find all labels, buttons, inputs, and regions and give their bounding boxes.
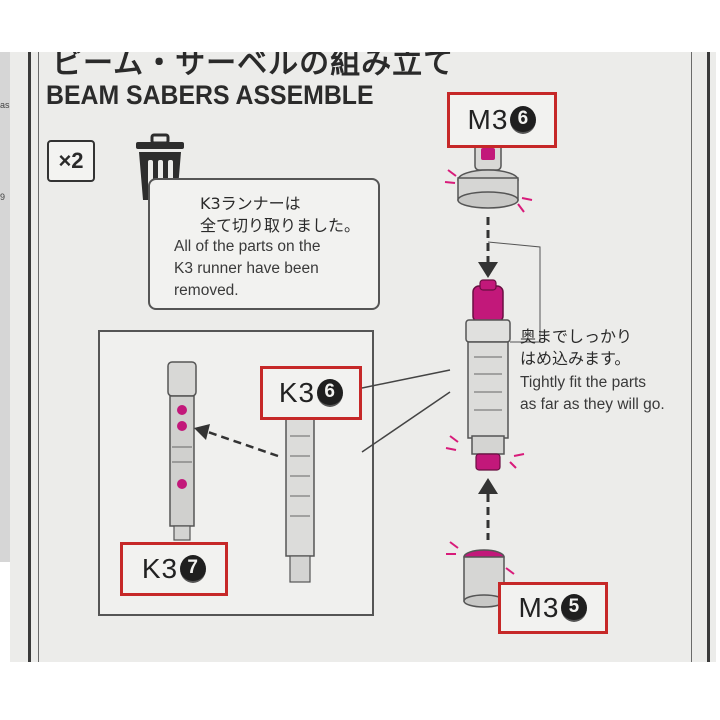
part-prefix: M3 [518,592,560,623]
bubble-jp-line-2: 全て切り取りました。 [200,216,361,235]
part-prefix: M3 [467,104,509,135]
japanese-title: ビーム・サーベルの組み立て [52,52,455,81]
part-k3-7 [167,361,197,541]
bubble-en-line-2: K3 runner have been [174,260,319,277]
edge-fragment: 9 [0,192,6,202]
bubble-en-line-3: removed. [174,282,239,299]
left-edge-strip: as 9 [0,52,12,562]
part-number-badge: 6 [510,106,537,134]
bubble-jp-line-1: K3ランナーは [200,194,301,213]
quantity-badge: ×2 [47,140,95,182]
part-k3-6 [285,415,315,583]
fit-note-en: Tightly fit the parts as far as they wil… [520,372,665,416]
assembly-drawing [167,141,541,608]
part-m3-6-cap [457,141,519,209]
edge-fragment: as [0,100,10,110]
fit-note-en-line-1: Tightly fit the parts [520,374,647,391]
part-m3-5-cap [463,549,505,608]
english-title: BEAM SABERS ASSEMBLE [46,80,374,110]
fit-note-jp-line-2: はめ込みます。 [520,349,631,368]
part-number-badge: 7 [180,555,207,583]
arrow-down-icon [478,217,498,278]
insert-arrow-icon [194,424,279,458]
fit-note-en-line-2: as far as they will go. [520,396,665,413]
part-prefix: K3 [278,377,316,408]
page-frame [28,52,710,662]
bubble-en-line-1: All of the parts on the [174,238,321,255]
fit-note-jp: 奥までしっかり はめ込みます。 [520,326,632,370]
manual-photo: ビーム・サーベルの組み立て BEAM SABERS ASSEMBLE ×2 K3… [10,52,716,662]
part-number-badge: 6 [317,379,344,407]
fit-note-jp-line-1: 奥までしっかり [520,327,633,346]
part-saber-hilt [465,279,511,471]
part-number-badge: 5 [561,594,588,622]
page-frame-inner [38,52,692,662]
motion-marks [444,169,533,575]
arrow-up-icon [478,478,498,540]
part-prefix: K3 [141,553,179,584]
info-bubble: K3ランナーは 全て切り取りました。 All of the parts on t… [148,178,380,310]
